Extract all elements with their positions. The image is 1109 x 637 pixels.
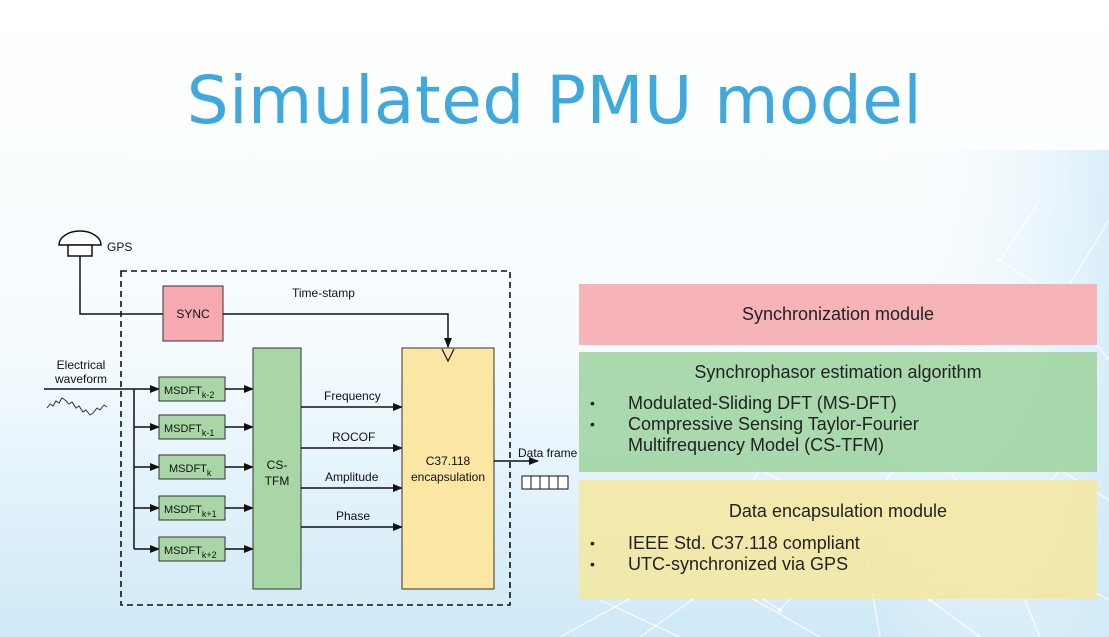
svg-text:MSDFTk: MSDFTk (169, 463, 212, 478)
data-encapsulation-title: Data encapsulation module (728, 501, 948, 521)
synchronization-module-panel: Synchronization module (579, 284, 1097, 345)
svg-text:MSDFTk+1: MSDFTk+1 (164, 504, 217, 519)
gps-wire (79, 256, 163, 315)
encap-item-ieee: IEEE Std. C37.118 compliant (579, 533, 1097, 554)
msdft-block-k-2: MSDFTk-2 (158, 376, 226, 402)
timestamp-label: Time-stamp (292, 286, 355, 300)
msdft-block-k+2: MSDFTk+2 (158, 536, 226, 562)
clock-input-marker (441, 348, 455, 363)
estimation-algorithm-list: Modulated-Sliding DFT (MS-DFT) Compressi… (579, 393, 1097, 456)
output-label-frequency: Frequency (324, 389, 381, 403)
pmu-boundary (120, 270, 511, 606)
gps-antenna-icon (58, 230, 102, 257)
cs-tfm-output-wires (301, 403, 403, 531)
sync-label: SYNC (176, 307, 210, 321)
output-label-amplitude: Amplitude (325, 470, 379, 484)
output-label-rocof: ROCOF (332, 430, 375, 444)
waveform-icon (46, 397, 108, 416)
slide-title: Simulated PMU model (186, 62, 923, 139)
cs-tfm-label-line1: CS- (267, 458, 288, 472)
msdft-block-k+1: MSDFTk+1 (158, 495, 226, 521)
output-label-phase: Phase (336, 509, 370, 523)
synchronization-module-title: Synchronization module (741, 304, 935, 324)
algo-item-cs-tfm-cont: Multifrequency Model (CS-TFM) (628, 435, 885, 455)
input-label-line1: Electrical (57, 358, 106, 372)
encap-item-utc: UTC-synchronized via GPS (579, 554, 1097, 575)
svg-text:MSDFTk-1: MSDFTk-1 (164, 423, 214, 438)
encapsulation-block (401, 347, 495, 590)
encapsulation-label-line2: encapsulation (411, 470, 485, 484)
svg-text:MSDFTk+2: MSDFTk+2 (164, 545, 217, 560)
data-encapsulation-list: IEEE Std. C37.118 compliant UTC-synchron… (579, 533, 1097, 575)
estimation-algorithm-title: Synchrophasor estimation algorithm (694, 362, 982, 382)
msdft-block-k-1: MSDFTk-1 (158, 414, 226, 440)
algo-item-cs-tfm: Compressive Sensing Taylor-Fourier (579, 414, 1097, 435)
cs-tfm-block (252, 347, 302, 590)
msdft-output-wires (225, 385, 254, 553)
algo-item-ms-dft: Modulated-Sliding DFT (MS-DFT) (579, 393, 1097, 414)
msdft-block-k: MSDFTk (158, 454, 226, 480)
data-frame-packet-icon (521, 475, 569, 490)
input-label-line2: waveform (54, 372, 107, 386)
estimation-algorithm-panel: Synchrophasor estimation algorithm Modul… (579, 352, 1097, 472)
data-encapsulation-panel: Data encapsulation module IEEE Std. C37.… (579, 480, 1097, 599)
cs-tfm-label-line2: TFM (265, 474, 290, 488)
encapsulation-label-line1: C37.118 (426, 454, 471, 468)
gps-label: GPS (107, 240, 132, 254)
timestamp-wire (223, 313, 452, 348)
data-frame-label: Data frame (518, 446, 578, 460)
svg-text:MSDFTk-2: MSDFTk-2 (164, 385, 214, 400)
